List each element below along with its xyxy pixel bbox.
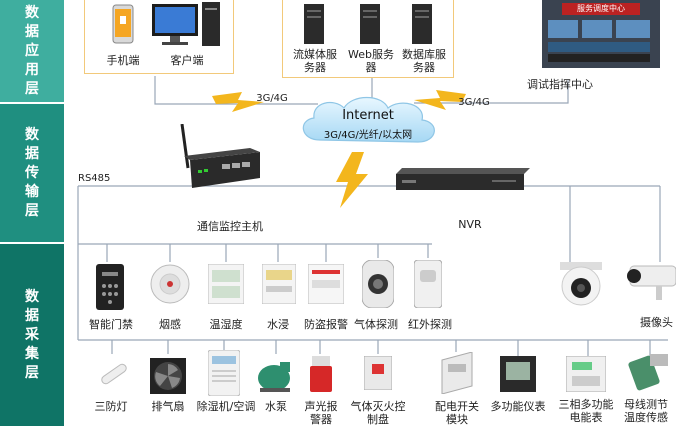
power-switch-module-icon — [438, 351, 476, 395]
lightning-icon — [212, 92, 264, 112]
water-pump-icon — [256, 356, 296, 394]
monitoring-host-label: 通信监控主机 — [197, 220, 263, 233]
command-center-screen-text: 服务调度中心 — [562, 3, 640, 15]
layer-label: 数据应用层 — [25, 4, 39, 97]
sensor-label: 温湿度 — [209, 318, 243, 331]
gas-detector-icon — [361, 259, 395, 309]
sensor-label: 多功能仪表 — [490, 400, 546, 413]
layer-application: 数据应用层 — [0, 0, 64, 102]
sensor-label: 水浸 — [267, 318, 289, 331]
dome-camera-icon — [556, 262, 606, 306]
burglar-alarm-icon — [307, 263, 345, 305]
server-icon — [412, 4, 432, 44]
nvr-icon — [396, 168, 530, 192]
sensor-label: 排气扇 — [151, 400, 185, 413]
server-icon — [304, 4, 324, 44]
lightning-icon — [414, 90, 466, 110]
water-leak-icon — [261, 263, 297, 305]
fire-control-panel-icon — [363, 355, 393, 391]
server-icon — [360, 4, 380, 44]
layer-collection: 数据采集层 — [0, 244, 64, 426]
sensor-label: 防盗报警 — [304, 318, 348, 331]
nvr-label: NVR — [458, 218, 482, 231]
sensor-label: 配电开关模块 — [435, 400, 479, 426]
phone-icon — [112, 4, 134, 44]
dehumidifier-icon — [207, 349, 241, 397]
link-label-right: 3G/4G — [458, 97, 490, 108]
sensor-label: 智能门禁 — [89, 318, 133, 331]
server-label-database: 数据库服务器 — [402, 48, 446, 74]
cloud-icon — [302, 96, 435, 143]
sensor-label: 气体灭火控制盘 — [350, 400, 406, 426]
command-center-label: 调试指挥中心 — [527, 78, 593, 91]
sensor-label: 除湿机/空调 — [196, 400, 256, 413]
internet-title: Internet — [342, 108, 394, 123]
internet-subtitle: 3G/4G/光纤/以太网 — [323, 130, 413, 141]
sensor-label: 水泵 — [265, 400, 287, 413]
multifunction-meter-icon — [500, 356, 536, 392]
temp-humidity-icon — [207, 263, 245, 305]
layer-transport: 数据传输层 — [0, 104, 64, 242]
sensor-label: 声光报警器 — [304, 400, 338, 426]
sensor-label: 三相多功能电能表 — [558, 398, 614, 424]
sensor-label: 红外探测 — [408, 318, 452, 331]
smoke-detector-icon — [150, 264, 190, 304]
client-label-phone: 手机端 — [106, 54, 140, 67]
sensor-label: 烟感 — [159, 318, 181, 331]
busbar-temp-sensor-icon — [628, 352, 672, 394]
explosion-proof-light-icon — [96, 356, 130, 392]
client-label-desktop: 客户端 — [170, 54, 204, 67]
monitoring-host-icon — [174, 123, 264, 192]
energy-meter-icon — [565, 355, 607, 393]
exhaust-fan-icon — [150, 358, 186, 394]
rs485-label: RS485 — [78, 173, 111, 184]
bullet-camera-icon — [622, 262, 676, 304]
sensor-label: 母线测节温度传感 — [624, 398, 668, 424]
layer-label: 数据传输层 — [25, 126, 39, 219]
sensor-label: 气体探测 — [354, 318, 398, 331]
camera-label: 摄像头 — [640, 316, 673, 329]
command-center-image: 服务调度中心 — [542, 0, 660, 68]
server-label-streaming: 流媒体服务器 — [293, 48, 337, 74]
lightning-icon — [336, 152, 368, 208]
layer-label: 数据采集层 — [25, 288, 39, 381]
desktop-computer-icon — [152, 2, 222, 48]
server-label-web: Web服务器 — [348, 48, 394, 74]
sound-light-alarm-icon — [310, 356, 332, 392]
infrared-detector-icon — [413, 259, 443, 309]
link-label-left: 3G/4G — [256, 93, 288, 104]
sensor-label: 三防灯 — [94, 400, 128, 413]
access-control-icon — [96, 264, 124, 310]
